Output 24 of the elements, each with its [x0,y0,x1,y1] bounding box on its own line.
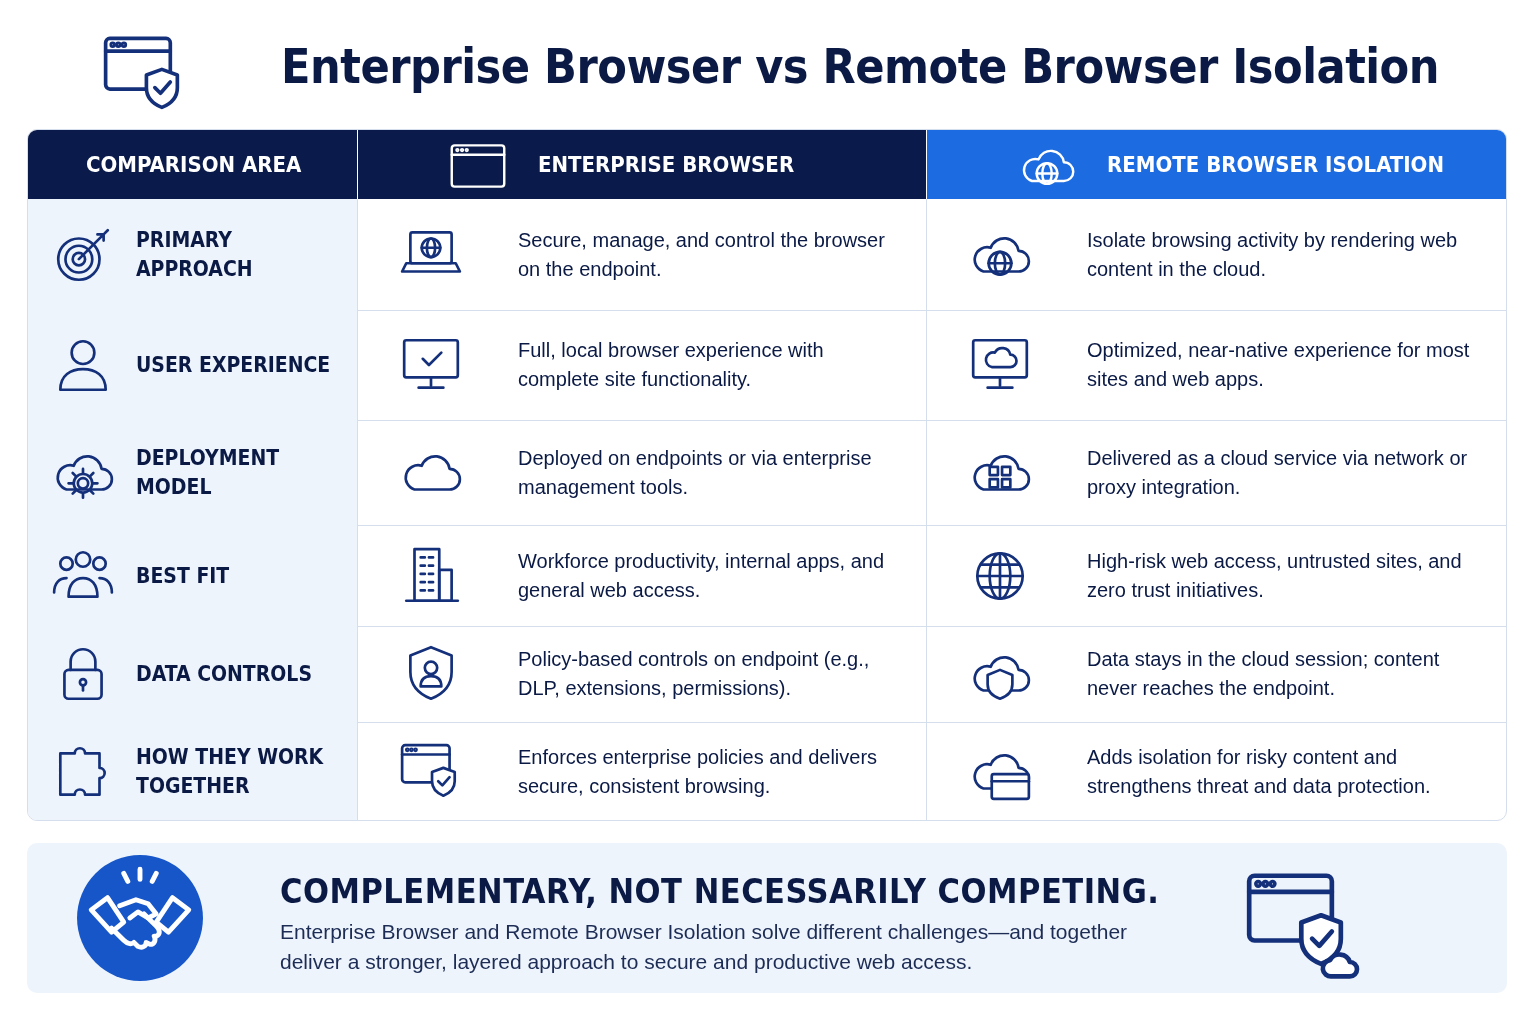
title: Enterprise Browser vs Remote Browser Isolation [279,38,1441,94]
cell-text: Policy-based controls on endpoint (e.g., DLP, extensions, permissions). [518,647,871,701]
cell-text: Isolate browsing activity by rendering web content in the cloud. [1087,227,1459,282]
cell-text: Adds isolation for risky content and strengthens threat and data protection. [1087,744,1432,799]
cell-text: Data stays in the cloud session; content never reaches the endpoint. [1087,647,1441,701]
cell-text: High-risk web access, untrusted sites, and zero trust initiatives. [1087,548,1463,603]
cell-text: Full, local browser experience with complete site functionality. [518,338,825,392]
column-header: ENTERPRISE BROWSER [538,152,795,177]
cell-text: Workforce productivity, internal apps, and general web access. [518,548,886,603]
row-header: PRIMARY APPROACH [136,226,254,283]
footer-heading: COMPLEMENTARY, NOT NECESSARILY COMPETING. [280,871,1160,911]
column-header: COMPARISON AREA [86,152,302,177]
cell-text: Delivered as a cloud service via network or proxy integration. [1087,445,1469,500]
column-header: REMOTE BROWSER ISOLATION [1107,152,1444,177]
row-header: DEPLOYMENT MODEL [136,444,281,501]
row-header: USER EXPERIENCE [136,351,332,379]
footer-text: Enterprise Browser and Remote Browser Isolation solve different challenges—and together deliver a stronger, layered approach to secure and productive web access. [280,919,1129,975]
row-header: BEST FIT [136,562,231,589]
cell-text: Deployed on endpoints or via enterprise management tools. [518,445,873,500]
cell-text: Optimized, near-native experience for most sites and web apps. [1087,338,1471,392]
row-header: HOW THEY WORK TOGETHER [136,743,325,800]
cell-text: Enforces enterprise policies and delivers secure, consistent browsing. [518,744,879,799]
cell-text: Secure, manage, and control the browser on the endpoint. [518,227,886,282]
row-header: DATA CONTROLS [136,660,313,688]
